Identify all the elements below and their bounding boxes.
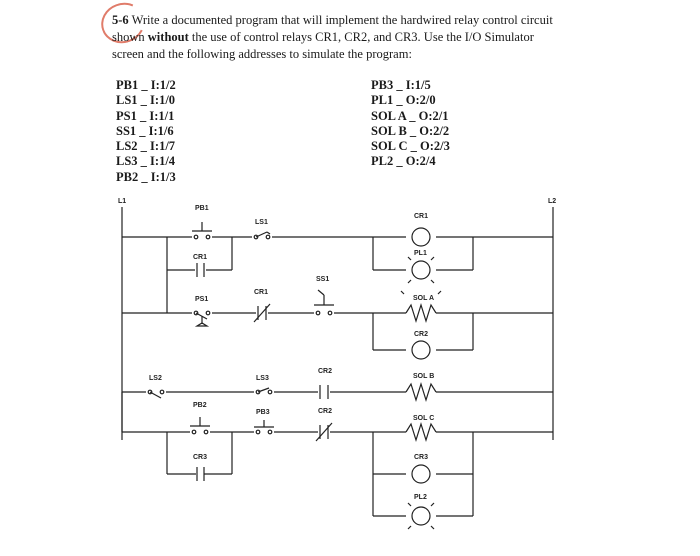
cr3-seal-branch <box>166 432 233 481</box>
problem-text-d: screen and the following addresses to si… <box>112 47 412 61</box>
address-list-right: PB3 _ I:1/5 PL1 _ O:2/0 SOL A _ O:2/1 SO… <box>371 78 450 170</box>
label-pb1: PB1 <box>195 205 209 212</box>
label-ls3: LS3 <box>256 375 269 382</box>
address-item: SOL C _ O:2/3 <box>371 139 450 154</box>
address-item: PL2 _ O:2/4 <box>371 154 436 169</box>
pb1-pushbutton <box>192 222 212 240</box>
address-item: PS1 _ I:1/1 <box>116 108 175 123</box>
address-item: PL1 _ O:2/0 <box>371 93 436 108</box>
sol-a-solenoid <box>405 302 437 324</box>
pl1-branch <box>372 237 474 284</box>
address-item: SS1 _ I:1/6 <box>116 123 174 138</box>
address-item: SOL B _ O:2/2 <box>371 123 450 138</box>
ls1-limit-switch <box>253 231 271 240</box>
problem-statement: 5-6 Write a documented program that will… <box>112 12 692 63</box>
pl1-pilot-light <box>411 260 431 280</box>
label-ss1: SS1 <box>316 276 329 283</box>
cr2-coil <box>411 340 431 360</box>
ps1-pressure-switch <box>193 310 211 327</box>
sol-b-solenoid <box>405 381 437 403</box>
address-item: PB3 _ I:1/5 <box>371 78 431 92</box>
address-item: PB1 _ I:1/2 <box>116 78 176 92</box>
label-cr1-contact-a: CR1 <box>193 254 207 261</box>
address-item: LS3 _ I:1/4 <box>116 154 176 169</box>
label-ls1: LS1 <box>255 219 268 226</box>
ls3-limit-switch <box>255 387 273 395</box>
address-item: LS1 _ I:1/0 <box>116 93 176 108</box>
label-sol-b: SOL B <box>413 373 434 380</box>
label-cr2-coil: CR2 <box>414 331 428 338</box>
rung-3: LS2 LS3 CR2 SOL B <box>122 368 553 403</box>
address-list-left: PB1 _ I:1/2 LS1 _ I:1/0 PS1 _ I:1/1 SS1 … <box>116 78 176 185</box>
problem-number: 5-6 <box>112 13 129 27</box>
cr3-pl2-branches <box>372 432 474 530</box>
cr1-seal-branch <box>166 237 233 277</box>
label-cr3-contact: CR3 <box>193 454 207 461</box>
cr1-nc-contact <box>253 303 271 323</box>
label-pb2: PB2 <box>193 402 207 409</box>
pl2-pilot-light <box>411 506 431 526</box>
label-cr1-contact-b: CR1 <box>254 289 268 296</box>
label-cr3-coil: CR3 <box>414 454 428 461</box>
label-cr2-contact-b: CR2 <box>318 408 332 415</box>
label-pl1: PL1 <box>414 250 427 257</box>
rung-2: PS1 CR1 SS1 SOL A <box>122 276 553 327</box>
problem-text-c: the use of control relays CR1, CR2, and … <box>191 30 534 44</box>
cr2-nc-contact <box>315 422 333 442</box>
label-cr2-contact-a: CR2 <box>318 368 332 375</box>
label-pb3: PB3 <box>256 409 270 416</box>
cr2-no-contact <box>319 385 329 399</box>
rail-label-l2: L2 <box>548 198 556 205</box>
label-ps1: PS1 <box>195 296 208 303</box>
rail-label-l1: L1 <box>118 198 126 205</box>
problem-text-bold: without <box>147 30 189 44</box>
label-cr1-coil: CR1 <box>414 213 428 220</box>
pb3-pushbutton <box>254 420 274 435</box>
ls2-limit-switch <box>147 389 165 399</box>
label-sol-c: SOL C <box>413 415 434 422</box>
rung-2-branches <box>166 270 474 360</box>
ss1-selector-switch <box>314 289 334 316</box>
label-sol-a: SOL A <box>413 295 434 302</box>
address-item: PB2 _ I:1/3 <box>116 169 176 184</box>
rung-4: PB2 PB3 CR2 SOL C <box>121 392 553 443</box>
cr1-coil <box>411 227 431 247</box>
cr3-coil <box>411 464 431 484</box>
label-ls2: LS2 <box>149 375 162 382</box>
rung-1: PB1 LS1 CR1 <box>122 205 553 247</box>
label-pl2: PL2 <box>414 494 427 501</box>
address-item: SOL A _ O:2/1 <box>371 108 449 123</box>
sol-c-solenoid <box>405 421 437 443</box>
pb2-pushbutton <box>190 417 210 435</box>
problem-text-a: Write a documented program that will imp… <box>131 13 553 27</box>
address-item: LS2 _ I:1/7 <box>116 139 176 154</box>
problem-text-b: shown <box>112 30 145 44</box>
